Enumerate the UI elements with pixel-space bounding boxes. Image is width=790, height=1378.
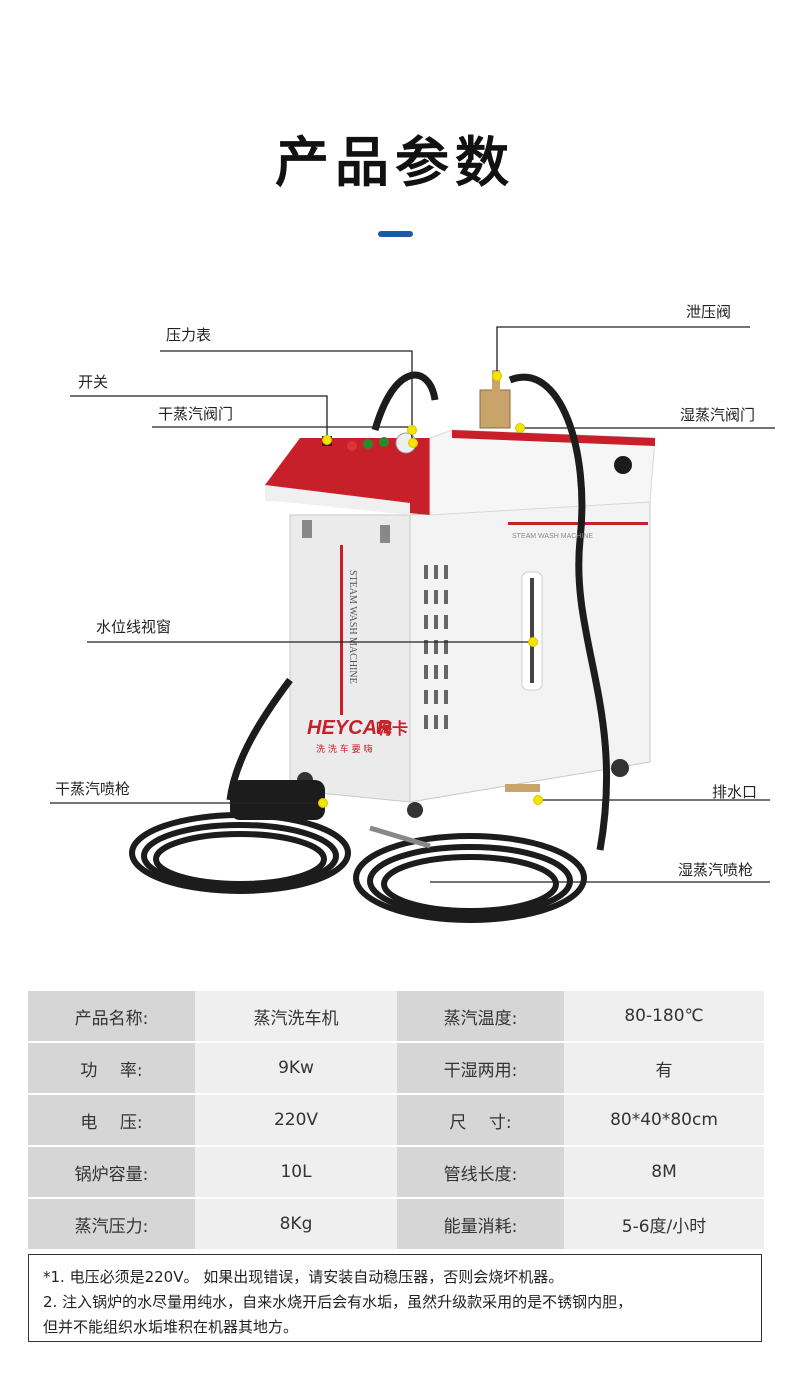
brand-mark: HEYCAR 嗨卡 洗 洗 车 要 嗨 STEAM WASH MACHINE S… — [307, 533, 593, 755]
callout-dots — [318, 371, 543, 808]
spec-value: 5-6度/小时 — [564, 1199, 764, 1251]
callout-dry-steam-valve: 干蒸汽阀门 — [158, 405, 234, 423]
table-row: 蒸汽压力: 8Kg 能量消耗: 5-6度/小时 — [28, 1199, 764, 1251]
side-label: STEAM WASH MACHINE — [347, 570, 358, 684]
brand-slogan: 洗 洗 车 要 嗨 — [316, 743, 372, 755]
spec-label: 尺 寸: — [397, 1095, 564, 1147]
table-row: 功 率: 9Kw 干湿两用: 有 — [28, 1043, 764, 1095]
spec-value: 有 — [564, 1043, 764, 1095]
spec-table: 产品名称: 蒸汽洗车机 蒸汽温度: 80-180℃ 功 率: 9Kw 干湿两用:… — [28, 991, 764, 1251]
notes-box: *1. 电压必须是220V。 如果出现错误，请安装自动稳压器，否则会烧坏机器。 … — [28, 1254, 762, 1342]
top-hose — [371, 371, 439, 431]
page-title: 产品参数 — [275, 131, 515, 194]
note-line: *1. 电压必须是220V。 如果出现错误，请安装自动稳压器，否则会烧坏机器。 — [43, 1268, 564, 1286]
spec-label: 干湿两用: — [397, 1043, 564, 1095]
spec-label: 产品名称: — [28, 991, 195, 1043]
top-label: STEAM WASH MACHINE — [512, 533, 593, 540]
table-row: 产品名称: 蒸汽洗车机 蒸汽温度: 80-180℃ — [28, 991, 764, 1043]
callout-water-window: 水位线视窗 — [96, 618, 172, 636]
table-row: 锅炉容量: 10L 管线长度: 8M — [28, 1147, 764, 1199]
spec-value: 8M — [564, 1147, 764, 1199]
spec-label: 蒸汽压力: — [28, 1199, 195, 1251]
brand-logo: HEYCAR — [307, 717, 392, 739]
machine-diagram: HEYCAR 嗨卡 洗 洗 车 要 嗨 STEAM WASH MACHINE S… — [50, 326, 775, 923]
note-line: 但并不能组织水垢堆积在机器其地方。 — [43, 1318, 299, 1336]
callout-switch: 开关 — [78, 373, 109, 391]
table-row: 电 压: 220V 尺 寸: 80*40*80cm — [28, 1095, 764, 1147]
callout-lines — [50, 326, 775, 883]
callout-wet-steam-valve: 湿蒸汽阀门 — [680, 406, 756, 424]
spec-value: 8Kg — [195, 1199, 397, 1251]
callout-wet-steam-gun: 湿蒸汽喷枪 — [678, 861, 754, 879]
spec-value: 80-180℃ — [564, 991, 764, 1043]
spec-value: 9Kw — [195, 1043, 397, 1095]
spec-value: 220V — [195, 1095, 397, 1147]
spec-label: 功 率: — [28, 1043, 195, 1095]
spec-label: 电 压: — [28, 1095, 195, 1147]
title-underline — [378, 231, 413, 237]
brand-logo-cn: 嗨卡 — [376, 719, 408, 738]
wet-hose — [508, 373, 611, 851]
spec-label: 管线长度: — [397, 1147, 564, 1199]
callout-relief-valve: 泄压阀 — [686, 303, 732, 321]
spec-value: 蒸汽洗车机 — [195, 991, 397, 1043]
note-line: 2. 注入锅炉的水尽量用纯水，自来水烧开后会有水垢，虽然升级款采用的是不锈钢内胆… — [43, 1293, 633, 1311]
wet-hose-coil — [353, 833, 587, 923]
dry-hose-coil — [129, 812, 351, 894]
spec-label: 蒸汽温度: — [397, 991, 564, 1043]
callout-pressure-gauge: 压力表 — [166, 326, 212, 344]
callout-dry-steam-gun: 干蒸汽喷枪 — [55, 780, 131, 798]
spec-value: 10L — [195, 1147, 397, 1199]
spec-value: 80*40*80cm — [564, 1095, 764, 1147]
machine-body — [265, 429, 656, 818]
callout-drain: 排水口 — [712, 783, 758, 801]
spec-label: 能量消耗: — [397, 1199, 564, 1251]
spec-label: 锅炉容量: — [28, 1147, 195, 1199]
